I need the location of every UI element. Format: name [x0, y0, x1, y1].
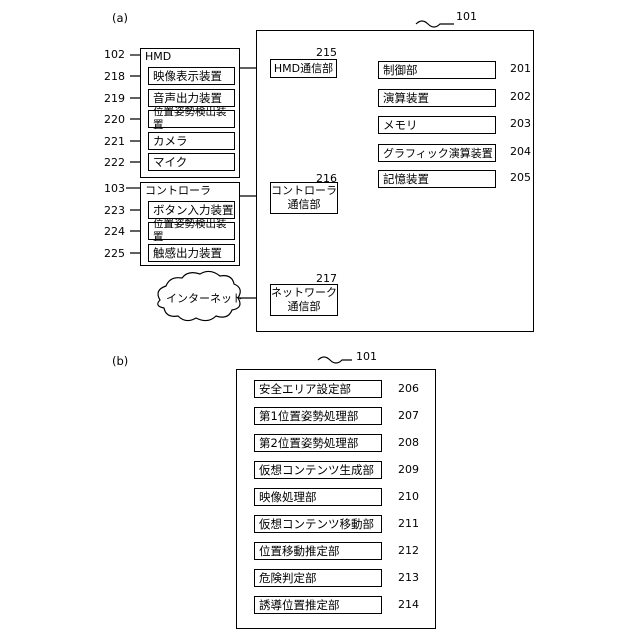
- ref-211: 211: [398, 517, 419, 530]
- func-content-move: 仮想コンテンツ移動部: [254, 515, 382, 533]
- hmd-item-pose: 位置姿勢検出装置: [148, 110, 235, 128]
- ref-206: 206: [398, 382, 419, 395]
- func-pose2: 第2位置姿勢処理部: [254, 434, 382, 452]
- ref-202: 202: [510, 90, 531, 103]
- func-video: 映像処理部: [254, 488, 382, 506]
- ref-203: 203: [510, 117, 531, 130]
- func-danger: 危険判定部: [254, 569, 382, 587]
- ref-205: 205: [510, 171, 531, 184]
- ref-219: 219: [104, 92, 125, 105]
- panel-a-label: (a): [112, 11, 128, 25]
- ref-215: 215: [316, 46, 337, 59]
- hmd-comm-box: HMD通信部: [270, 59, 337, 78]
- ref-212: 212: [398, 544, 419, 557]
- ref-209: 209: [398, 463, 419, 476]
- func-safe-area: 安全エリア設定部: [254, 380, 382, 398]
- hmd-item-audio: 音声出力装置: [148, 89, 235, 107]
- ref-222: 222: [104, 156, 125, 169]
- controller-title: コントローラ: [145, 184, 211, 198]
- func-pose1: 第1位置姿勢処理部: [254, 407, 382, 425]
- ref-220: 220: [104, 113, 125, 126]
- hmd-item-mic: マイク: [148, 153, 235, 171]
- ref-223: 223: [104, 204, 125, 217]
- controller-item-pose: 位置姿勢検出装置: [148, 222, 235, 240]
- ref-controller: 103: [104, 182, 125, 195]
- ref-207: 207: [398, 409, 419, 422]
- func-content-gen: 仮想コンテンツ生成部: [254, 461, 382, 479]
- unit-memory: メモリ: [378, 116, 496, 134]
- ref-208: 208: [398, 436, 419, 449]
- controller-item-button: ボタン入力装置: [148, 201, 235, 219]
- hmd-title: HMD: [145, 50, 171, 64]
- unit-processor: 演算装置: [378, 89, 496, 107]
- controller-item-haptic: 触感出力装置: [148, 244, 235, 262]
- ref-214: 214: [398, 598, 419, 611]
- ref-221: 221: [104, 135, 125, 148]
- unit-gpu: グラフィック演算装置: [378, 144, 496, 162]
- ref-210: 210: [398, 490, 419, 503]
- ref-hmd: 102: [104, 48, 125, 61]
- ref-213: 213: [398, 571, 419, 584]
- ref-224: 224: [104, 225, 125, 238]
- unit-storage: 記憶装置: [378, 170, 496, 188]
- internet-label: インターネット: [166, 292, 243, 306]
- hmd-item-camera: カメラ: [148, 132, 235, 150]
- hmd-item-display: 映像表示装置: [148, 67, 235, 85]
- ref-225: 225: [104, 247, 125, 260]
- network-comm-box: ネットワーク 通信部: [270, 284, 338, 316]
- func-guide: 誘導位置推定部: [254, 596, 382, 614]
- ref-101-b: 101: [356, 350, 377, 363]
- unit-control: 制御部: [378, 61, 496, 79]
- ref-218: 218: [104, 70, 125, 83]
- ref-204: 204: [510, 145, 531, 158]
- ref-201: 201: [510, 62, 531, 75]
- ref-101-main: 101: [456, 10, 477, 23]
- controller-comm-box: コントローラ 通信部: [270, 182, 338, 214]
- panel-b-label: (b): [112, 354, 128, 368]
- func-move-estimate: 位置移動推定部: [254, 542, 382, 560]
